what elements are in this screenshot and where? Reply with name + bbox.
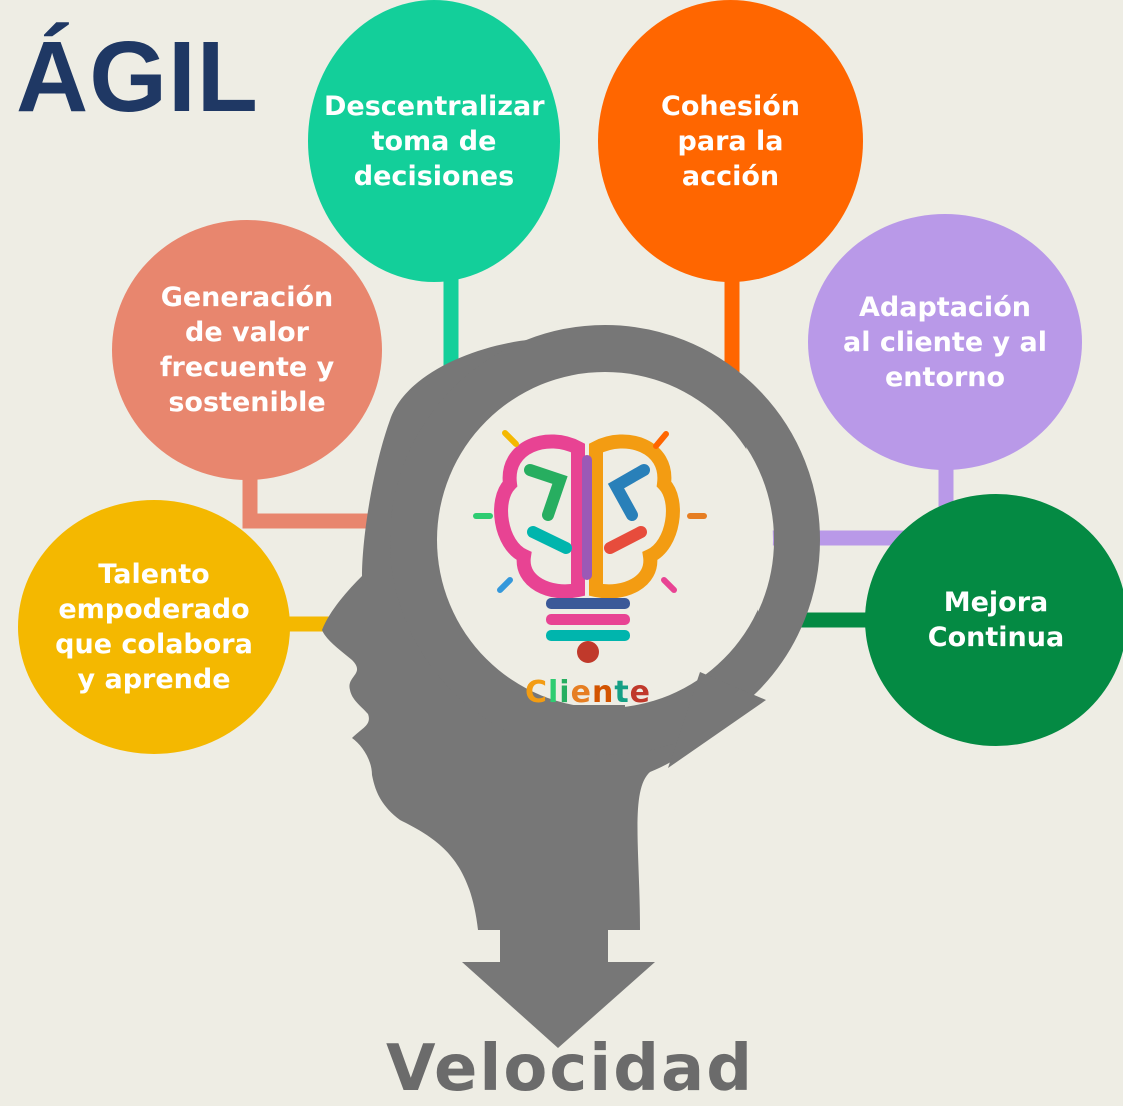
- page-title: ÁGIL: [16, 21, 259, 133]
- node-mejora: Mejora Continua: [865, 494, 1123, 746]
- node-descentralizar-label: Descentralizar toma de decisiones: [324, 90, 545, 192]
- down-arrow-shaft: [500, 880, 608, 970]
- center-letter: C: [524, 675, 548, 710]
- node-cohesion: Cohesión para la acción: [598, 0, 863, 282]
- node-generacion-label: Generación de valor frecuente y sostenib…: [159, 282, 335, 418]
- center-letter: e: [629, 675, 652, 710]
- center-letter: n: [591, 675, 615, 710]
- node-generacion: Generación de valor frecuente y sostenib…: [112, 220, 382, 480]
- brain-icon: [473, 430, 707, 663]
- center-letter: l: [548, 675, 560, 710]
- node-mejora-label: Mejora Continua: [927, 587, 1065, 653]
- center-letter: t: [614, 675, 630, 710]
- node-cohesion-label: Cohesión para la acción: [661, 90, 800, 192]
- ring-gap: [505, 705, 625, 751]
- center-letter: i: [559, 675, 571, 710]
- center-label-cliente: Cliente: [513, 674, 663, 712]
- node-descentralizar: Descentralizar toma de decisiones: [308, 0, 560, 282]
- node-adaptacion-label: Adaptación al cliente y al entorno: [842, 291, 1048, 393]
- center-letter: e: [570, 675, 592, 710]
- ring-inner-fill: [437, 372, 773, 708]
- cycle-arrowhead: [668, 672, 766, 768]
- node-talento: Talento empoderado que colabora y aprend…: [18, 500, 290, 754]
- node-talento-label: Talento empoderado que colabora y aprend…: [55, 559, 253, 695]
- node-adaptacion: Adaptación al cliente y al entorno: [808, 214, 1082, 470]
- footer-velocidad: Velocidad: [385, 1032, 755, 1106]
- down-arrow-head: [462, 962, 655, 1048]
